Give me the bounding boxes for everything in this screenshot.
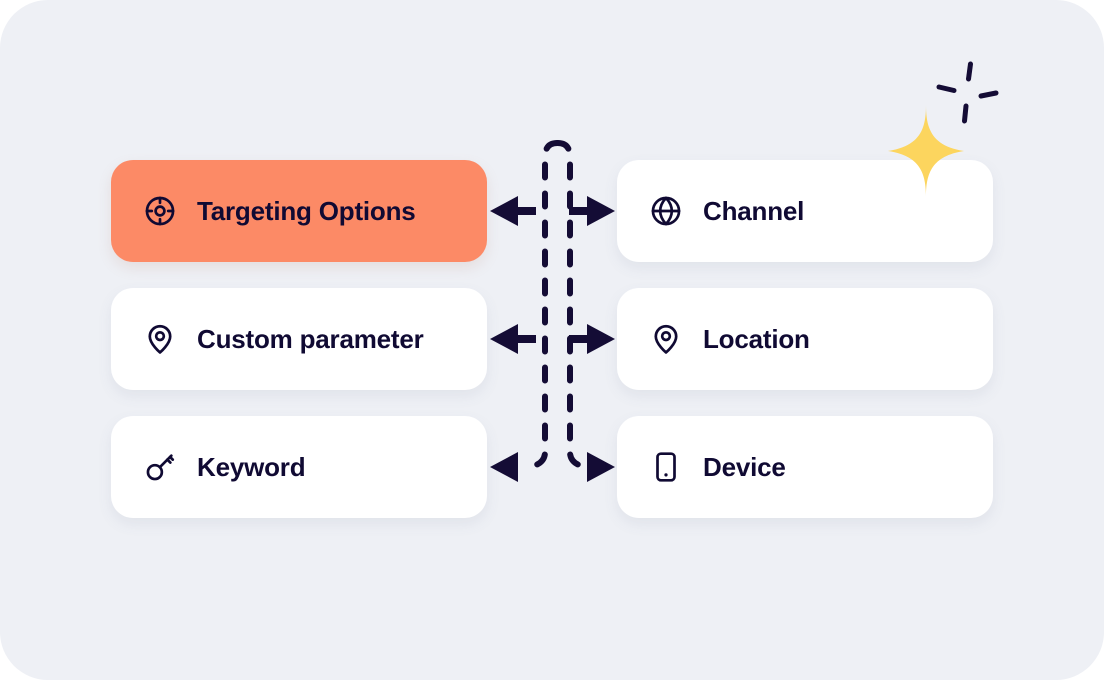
- card-channel[interactable]: Channel: [617, 160, 993, 262]
- arrow-right-row-3: [587, 452, 615, 482]
- key-icon: [146, 454, 175, 481]
- four-point-star-icon: [888, 105, 964, 197]
- sparkle-cross-icon: [936, 61, 999, 124]
- card-keyword[interactable]: Keyword: [111, 416, 487, 518]
- card-label: Location: [703, 324, 810, 354]
- card-label: Keyword: [197, 452, 306, 482]
- card-label: Channel: [703, 196, 805, 226]
- smartphone-icon: [656, 452, 676, 482]
- arrow-left-row-1-stem: [518, 207, 536, 215]
- connector-left-spine: [521, 140, 561, 470]
- arrow-right-row-1-stem: [569, 207, 587, 215]
- connector-right-spine: [554, 140, 594, 470]
- arrow-left-row-2: [490, 324, 518, 354]
- card-label: Custom parameter: [197, 324, 424, 354]
- card-label: Targeting Options: [197, 196, 416, 226]
- arrow-left-row-1: [490, 196, 518, 226]
- crosshair-target-icon: [145, 196, 175, 226]
- card-location[interactable]: Location: [617, 288, 993, 390]
- card-custom-parameter[interactable]: Custom parameter: [111, 288, 487, 390]
- arrow-right-row-2: [587, 324, 615, 354]
- map-pin-icon: [654, 324, 678, 354]
- arrow-right-row-1: [587, 196, 615, 226]
- map-pin-icon: [148, 324, 172, 354]
- arrow-left-row-2-stem: [518, 335, 536, 343]
- arrow-right-row-2-stem: [569, 335, 587, 343]
- card-device[interactable]: Device: [617, 416, 993, 518]
- arrow-left-row-3: [490, 452, 518, 482]
- card-targeting-options[interactable]: Targeting Options: [111, 160, 487, 262]
- globe-icon: [651, 196, 681, 226]
- card-label: Device: [703, 452, 786, 482]
